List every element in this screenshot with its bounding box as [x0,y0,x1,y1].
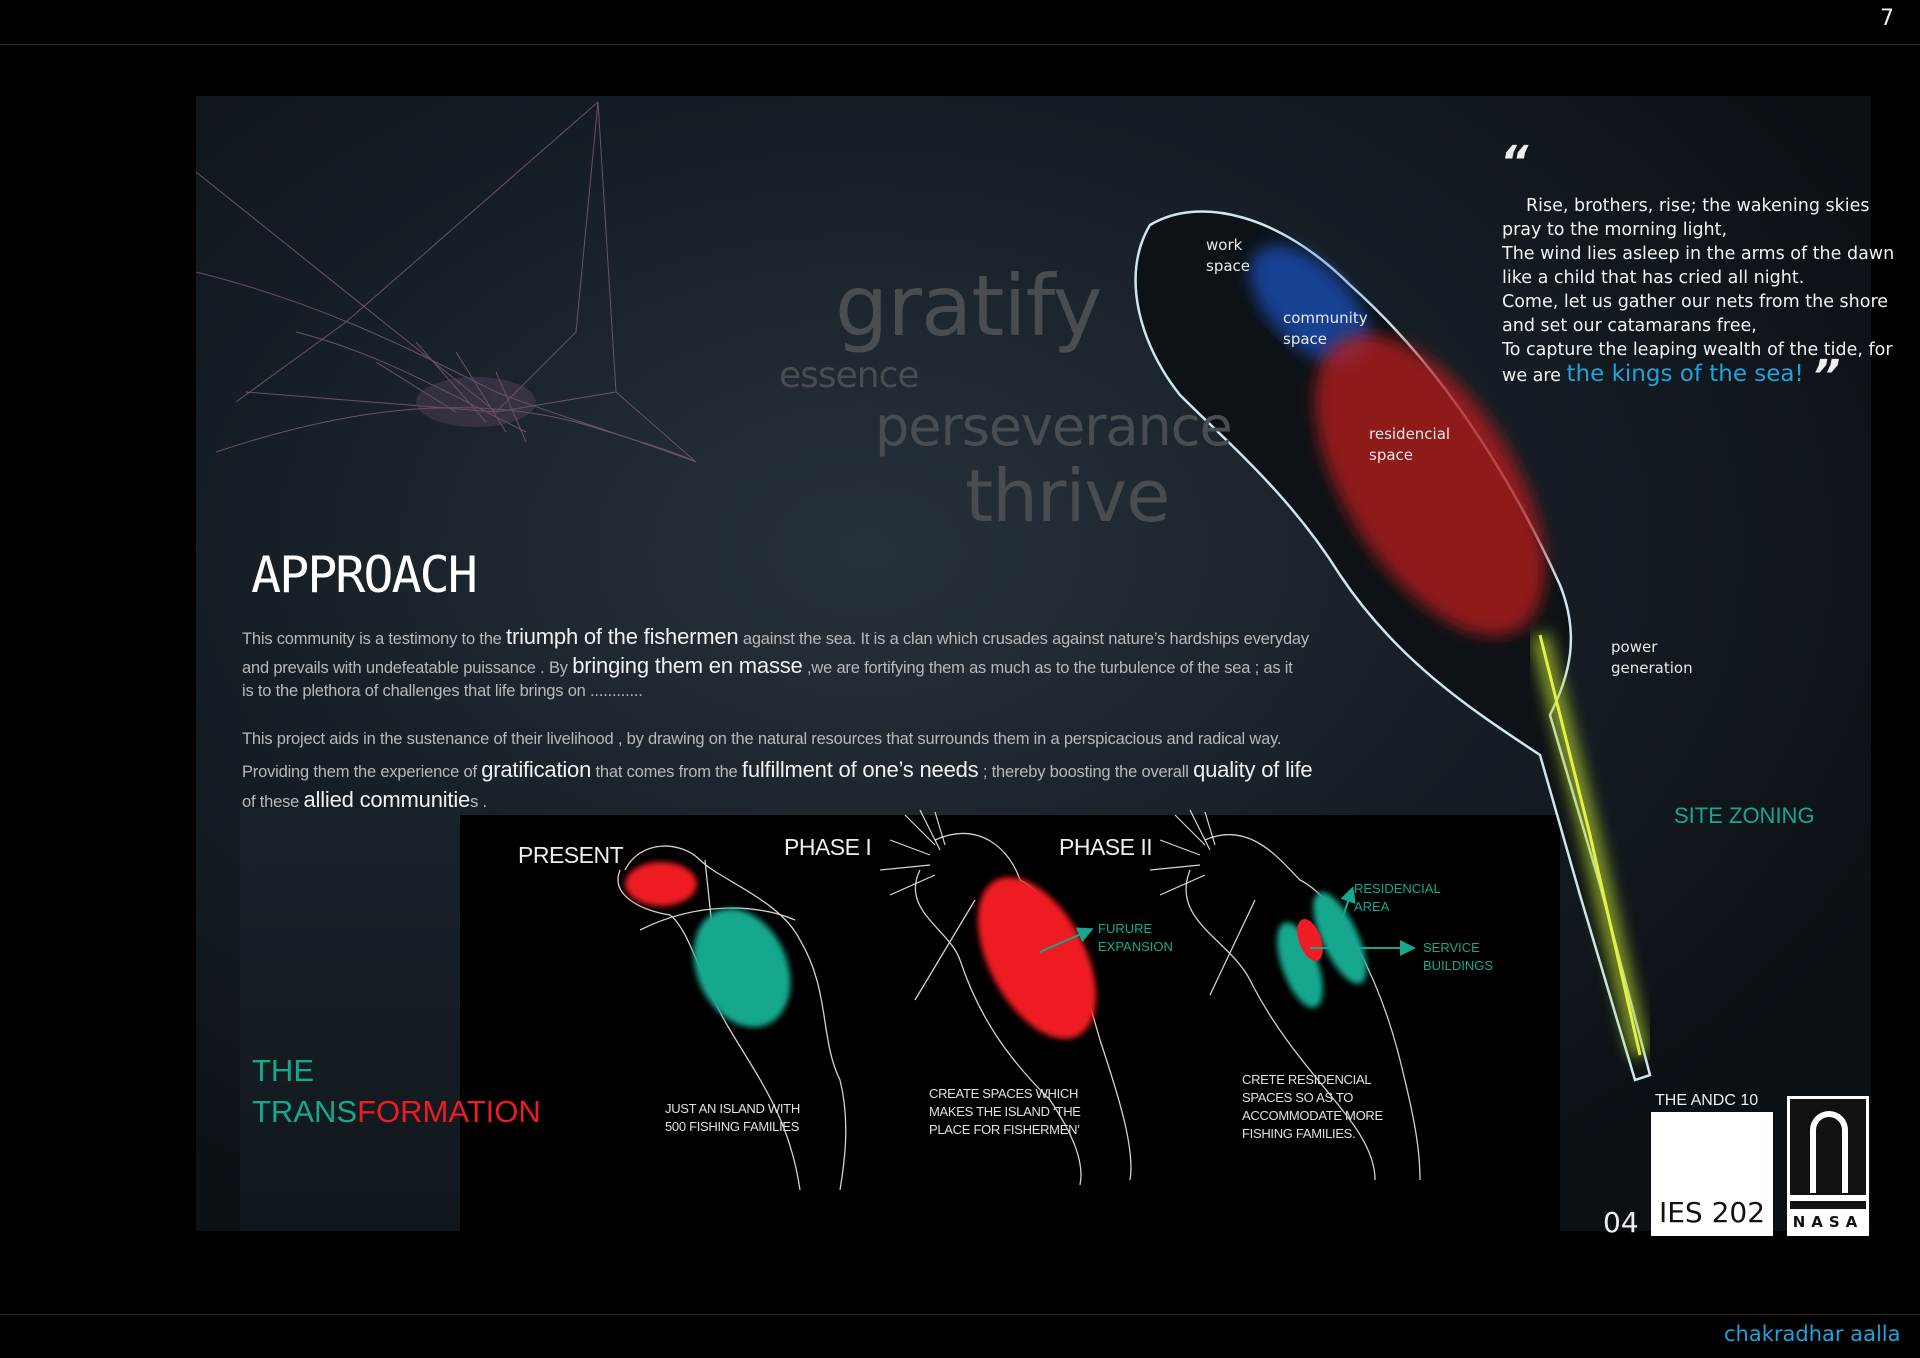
nasa-logo: NASA [1787,1096,1869,1236]
keyword-gratify: gratify [835,257,1102,355]
ies-badge: IES 202 [1651,1112,1773,1236]
poem-quote: Rise, brothers, rise; the wakening skies… [1502,196,1895,387]
bottom-rule [0,1314,1920,1315]
paragraph2-line3: of these allied communities . [242,787,487,812]
keyword-thrive: thrive [965,454,1170,538]
fishing-net-illustration [196,101,697,463]
phase-title-phase1: PHASE I [784,834,872,860]
paragraph1-line2: and prevails with undefeatable puissance… [242,653,1293,678]
page-number: 7 [1880,6,1894,31]
phase-title-phase2: PHASE II [1059,834,1153,860]
keyword-essence: essence [779,355,920,396]
andc-label: THE ANDC 10 [1655,1092,1759,1109]
approach-title: APPROACH [251,546,478,604]
phase-title-present: PRESENT [518,842,624,868]
keyword-perseverance: perseverance [875,395,1233,458]
quote-close-mark: ” [1812,351,1841,402]
transformation-heading: THE TRANSFORMATION [252,1053,541,1129]
paragraph1-line3: is to the plethora of challenges that li… [242,682,643,700]
sheet-number: 04 [1603,1206,1639,1239]
top-rule [0,44,1920,45]
author-name: chakradhar aalla [1724,1322,1901,1346]
site-zoning-heading: SITE ZONING [1674,803,1815,828]
fish-site-zoning-map [1134,210,1652,1082]
paragraph2-line1: This project aids in the sustenance of t… [242,730,1282,748]
ies-label: IES 202 [1658,1196,1766,1229]
quote-open-mark: “ [1500,137,1529,188]
paragraph1-line1: This community is a testimony to the tri… [242,624,1309,649]
nasa-text: NASA [1792,1213,1864,1231]
paragraph2-line2: Providing them the experience of gratifi… [242,757,1313,782]
lower-left-panel [240,808,460,1231]
